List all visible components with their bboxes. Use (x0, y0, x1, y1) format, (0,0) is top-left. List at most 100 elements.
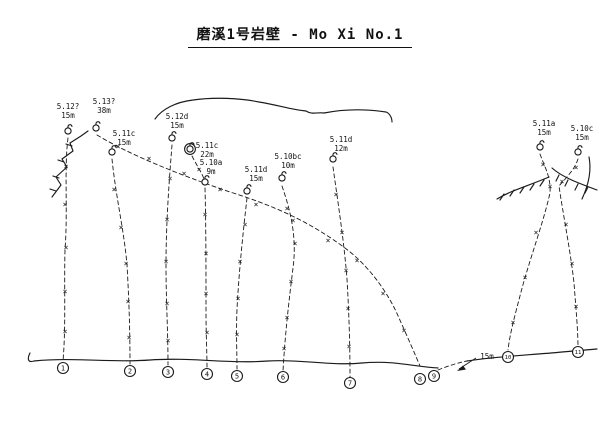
bolt-cross: × (347, 342, 352, 351)
bolt-cross: × (381, 289, 386, 298)
bolt-cross: × (64, 243, 69, 252)
bolt-cross: × (523, 273, 528, 282)
anchor-icon (186, 145, 194, 153)
bolt-cross: × (124, 259, 129, 268)
bolt-cross: × (289, 277, 294, 286)
route-line-r6 (204, 187, 208, 369)
bolt-cross: × (168, 174, 173, 183)
anchor-hook-icon (189, 142, 195, 147)
bolt-cross: × (235, 330, 240, 339)
route-length-label: 12m (334, 144, 348, 153)
bolt-cross: × (570, 259, 575, 268)
route-length-label: 15m (170, 121, 184, 130)
station-circle (343, 376, 357, 390)
distance-label: 15m (480, 352, 494, 361)
bolt-cross: × (334, 190, 339, 199)
bolt-cross: × (541, 160, 546, 169)
bolt-cross: × (574, 163, 579, 172)
route-line-r7 (236, 197, 248, 370)
route-grade-label: 5.11d (245, 165, 268, 174)
rock-contour (51, 130, 89, 198)
bolt-cross: × (511, 318, 516, 327)
anchor-hook-icon (577, 145, 583, 150)
station-circle (161, 365, 175, 379)
bolt-cross: × (282, 344, 287, 353)
route-grade-label: 5.10a (200, 158, 223, 167)
route-line-r3 (111, 158, 131, 365)
bolt-cross: × (205, 328, 210, 337)
rock-contour (581, 156, 591, 200)
route-line-r11 (558, 158, 579, 349)
bolt-cross: × (164, 257, 169, 266)
bolt-cross: × (64, 162, 69, 171)
bolt-cross: × (243, 220, 248, 229)
distance-arrowhead (457, 365, 466, 371)
anchor-hook-icon (332, 152, 338, 157)
bolt-cross: × (238, 257, 243, 266)
bolt-cross: × (534, 228, 539, 237)
route-grade-label: 5.11c (113, 129, 136, 138)
rock-hatch-tick (57, 159, 65, 163)
rock-hatch-tick (52, 175, 60, 179)
station-circle (501, 350, 515, 364)
anchor-hook-icon (281, 171, 287, 176)
bolt-cross: × (560, 177, 565, 186)
anchor-hook-icon (111, 145, 117, 150)
route-grade-label: 5.12d (166, 112, 189, 121)
bolt-cross: × (236, 294, 241, 303)
bolt-cross: × (564, 220, 569, 229)
rock-hatch-tick (49, 188, 57, 192)
route-grade-label: 5.10c (571, 124, 594, 133)
bolt-cross: × (63, 200, 68, 209)
route-grade-label: 5.11c (196, 141, 219, 150)
station-number: 5 (235, 373, 239, 381)
bolt-cross: × (166, 336, 171, 345)
page-title: 磨溪1号岩壁 - Mo Xi No.1 (0, 24, 600, 48)
station-circle (427, 369, 441, 383)
bolt-cross: × (127, 333, 132, 342)
route-line-r10 (507, 153, 551, 351)
anchor-icon (536, 143, 544, 151)
bolt-cross: × (254, 200, 259, 209)
route-grade-label: 5.11a (533, 119, 556, 128)
bolt-cross: × (197, 165, 202, 174)
anchor-hook-icon (246, 184, 252, 189)
anchor-icon (108, 148, 116, 156)
bolt-cross: × (326, 236, 331, 245)
station-circle (571, 345, 585, 359)
anchor-hook-icon (95, 121, 101, 126)
station-circle (276, 370, 290, 384)
bolt-cross: × (165, 299, 170, 308)
route-line-r9 (332, 166, 351, 378)
bolt-cross: × (119, 223, 124, 232)
bolt-cross: × (63, 287, 68, 296)
route-grade-label: 5.12? (57, 102, 80, 111)
rock-contour (496, 176, 550, 200)
station-circle (56, 361, 70, 375)
bolt-cross: × (344, 266, 349, 275)
rock-hatch-tick (65, 143, 73, 147)
station-circle (413, 372, 427, 386)
bolt-cross: × (147, 154, 152, 163)
rock-hatch-tick (539, 179, 545, 187)
bolt-cross: × (574, 302, 579, 311)
route-length-label: 15m (537, 128, 551, 137)
bolt-cross: × (548, 182, 553, 191)
anchor-icon (243, 187, 251, 195)
rock-hatch-tick (529, 183, 535, 191)
rock-hatch-tick (509, 189, 515, 197)
ground-line (27, 352, 439, 369)
route-length-label: 15m (575, 133, 589, 142)
route-length-label: 15m (117, 138, 131, 147)
route-grade-label: 5.11d (330, 135, 353, 144)
station-number: 6 (281, 374, 285, 382)
route-length-label: 15m (61, 111, 75, 120)
bolt-cross: × (112, 185, 117, 194)
station-number: 3 (166, 369, 170, 377)
route-line-r1 (62, 137, 69, 362)
anchor-icon (278, 174, 286, 182)
route-grade-label: 5.13? (93, 97, 116, 106)
rock-hatch-tick (499, 193, 505, 201)
